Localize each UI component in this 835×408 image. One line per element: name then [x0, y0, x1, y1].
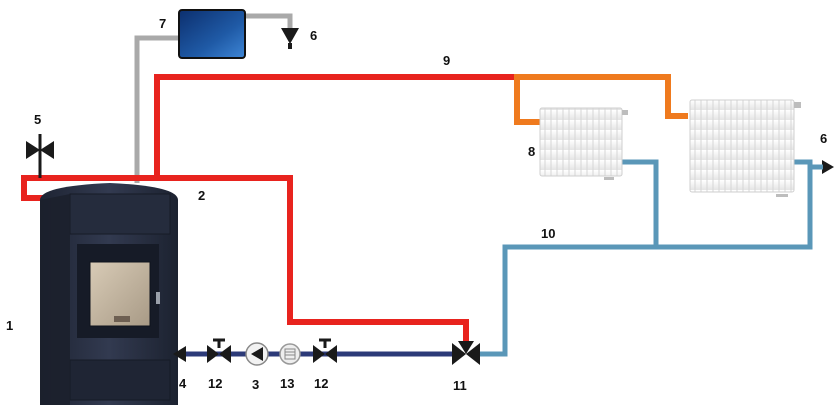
vent-pipe — [134, 13, 293, 183]
label-drain-right: 6 — [820, 131, 827, 146]
filter — [279, 343, 301, 365]
label-valve-right: 12 — [314, 376, 328, 391]
label-expansion-tank: 7 — [159, 16, 166, 31]
safety-valve — [26, 134, 54, 178]
label-mixing-valve: 11 — [453, 378, 467, 393]
warm-supply-pipe — [514, 74, 688, 125]
shutoff-valve-right — [313, 338, 337, 363]
shutoff-valve-left — [207, 338, 231, 363]
label-pump: 3 — [252, 377, 259, 392]
label-filter: 13 — [280, 376, 294, 391]
label-supply-pipe: 9 — [443, 53, 450, 68]
label-valve-left: 12 — [208, 376, 222, 391]
label-boiler: 1 — [6, 318, 13, 333]
circulation-pump — [245, 342, 269, 366]
cold-return-pipe — [480, 159, 813, 357]
stove-boiler — [40, 183, 178, 405]
radiator-large — [689, 99, 801, 197]
hot-supply-pipe — [21, 74, 514, 343]
drain-tap-top — [281, 28, 299, 49]
label-safety-valve: 5 — [34, 112, 41, 127]
label-supply-line: 2 — [198, 188, 205, 203]
mixing-valve — [452, 341, 480, 365]
label-return-pipe: 10 — [541, 226, 555, 241]
drain-arrow-right — [810, 160, 834, 174]
label-drain-top: 6 — [310, 28, 317, 43]
label-radiator: 8 — [528, 144, 535, 159]
return-arrow-in — [173, 346, 186, 362]
label-return-outlet: 4 — [179, 376, 187, 391]
radiator-small — [539, 107, 628, 180]
expansion-tank — [178, 9, 246, 59]
